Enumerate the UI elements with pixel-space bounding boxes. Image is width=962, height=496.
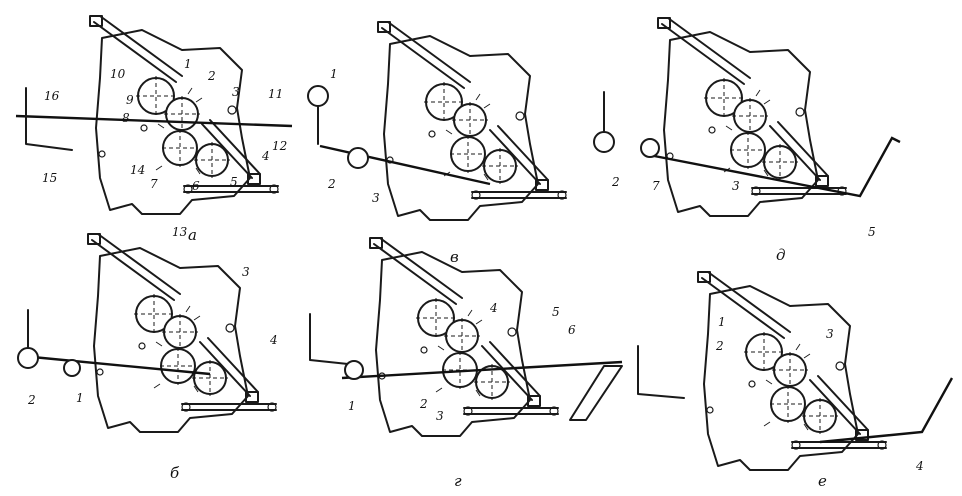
callout-5: 5 xyxy=(230,175,238,189)
callout-9: 9 xyxy=(126,93,134,107)
callout-3: 3 xyxy=(826,327,834,341)
callout-3: 3 xyxy=(732,179,740,193)
panel-caption-v: в xyxy=(450,248,459,266)
panel-b: 1 2 3 4 б xyxy=(17,233,278,482)
callout-11: 11 xyxy=(268,87,283,101)
callout-12: 12 xyxy=(272,139,287,153)
callout-5: 5 xyxy=(552,305,560,319)
panel-caption-d: д xyxy=(776,246,786,264)
callout-5: 5 xyxy=(868,225,876,239)
callout-3: 3 xyxy=(232,85,240,99)
callout-4: 4 xyxy=(489,301,498,315)
callout-1: 1 xyxy=(76,391,84,405)
callout-2: 2 xyxy=(715,339,724,353)
callout-8: 8 xyxy=(122,111,130,125)
panel-d: 2 7 3 5 д xyxy=(593,17,901,264)
callout-4: 4 xyxy=(261,149,270,163)
callout-2: 2 xyxy=(207,69,216,83)
callout-10: 10 xyxy=(110,67,126,81)
callout-1: 1 xyxy=(184,57,192,71)
callout-7: 7 xyxy=(150,177,158,191)
callout-15: 15 xyxy=(42,171,57,185)
callout-3: 3 xyxy=(436,409,444,423)
callout-14: 14 xyxy=(130,163,145,177)
panel-a: 1 2 3 4 5 6 7 8 9 10 11 12 13 14 15 16 а xyxy=(15,15,293,244)
callout-3: 3 xyxy=(242,265,250,279)
panel-caption-b: б xyxy=(170,464,180,482)
callout-6: 6 xyxy=(192,179,200,193)
panel-caption-e: е xyxy=(818,472,827,490)
panel-v: 1 2 3 в xyxy=(307,21,567,266)
callout-4: 4 xyxy=(915,459,924,473)
callout-1: 1 xyxy=(348,399,356,413)
panel-caption-g: г xyxy=(454,472,462,490)
callout-16: 16 xyxy=(44,89,60,103)
callout-7: 7 xyxy=(652,179,660,193)
panel-g: 1 2 3 4 5 6 г xyxy=(309,237,623,490)
callout-2: 2 xyxy=(419,397,428,411)
callout-13: 13 xyxy=(172,225,188,239)
panel-e: 1 2 3 4 е xyxy=(637,271,954,490)
callout-1: 1 xyxy=(718,315,726,329)
callout-1: 1 xyxy=(330,67,338,81)
callout-6: 6 xyxy=(568,323,576,337)
panel-caption-a: а xyxy=(188,226,197,244)
callout-2: 2 xyxy=(327,177,336,191)
callout-3: 3 xyxy=(372,191,380,205)
callout-4: 4 xyxy=(269,333,278,347)
callout-2: 2 xyxy=(27,393,36,407)
callout-2: 2 xyxy=(611,175,620,189)
